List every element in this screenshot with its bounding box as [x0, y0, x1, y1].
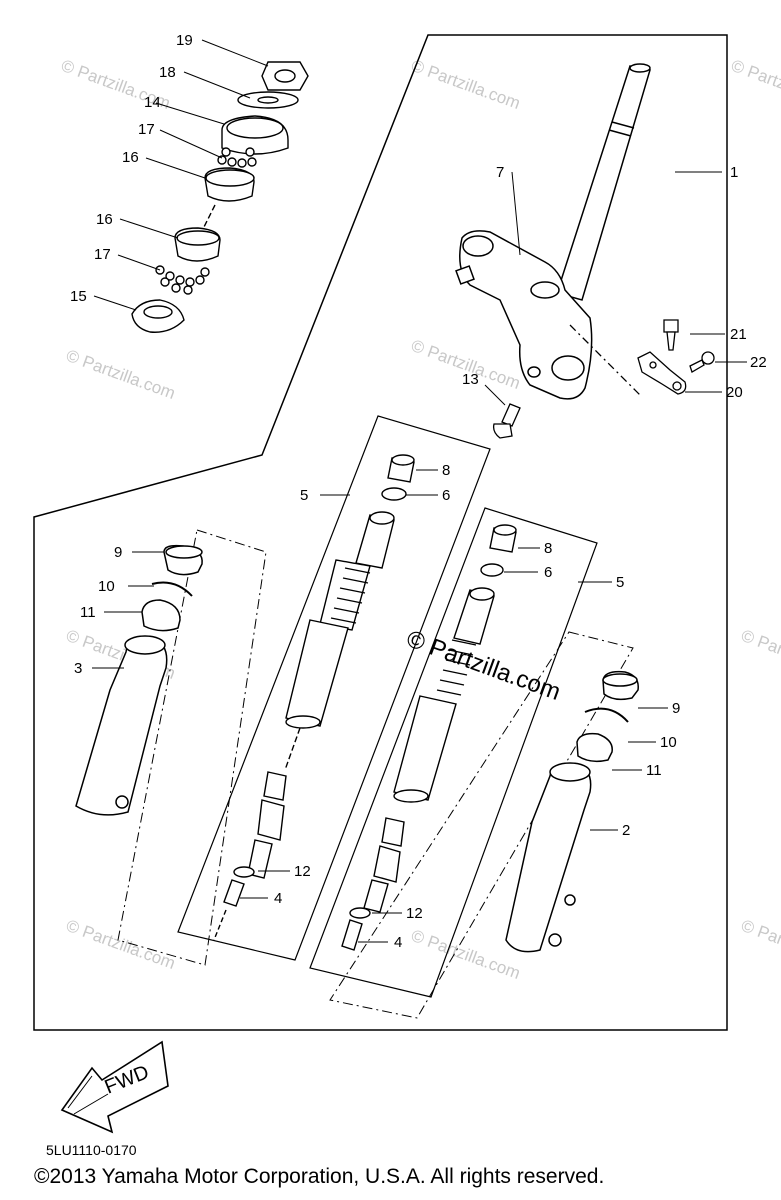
right-outer-tube: [505, 670, 639, 953]
watermark-layer: © Partzilla.com © Partzilla.com © Partzi…: [59, 56, 781, 983]
callout-22: 22: [750, 354, 767, 371]
callout-16: 16: [122, 149, 139, 166]
callout-9: 9: [114, 544, 122, 561]
right-fork-spring: [436, 639, 477, 696]
callout-5: 5: [616, 574, 624, 591]
callout-15: 15: [70, 288, 87, 305]
left-fork-internals: [213, 454, 415, 941]
cable-guide: [569, 324, 687, 396]
callout-1: 1: [730, 164, 738, 181]
callout-11: 11: [80, 604, 96, 621]
callout-11: 11: [646, 762, 662, 779]
assembly-outline: [33, 34, 728, 1031]
right-fork-internals: [341, 524, 517, 951]
callout-14: 14: [144, 94, 161, 111]
callout-18: 18: [159, 64, 176, 81]
watermark-text: © Partzilla.com: [64, 346, 178, 403]
callout-7: 7: [496, 164, 504, 181]
left-fork-spring: [330, 567, 371, 624]
callout-8: 8: [442, 462, 450, 479]
watermark-text-center: © Partzilla.com: [403, 625, 564, 706]
fwd-arrow: FWD: [60, 1040, 169, 1134]
callout-21: 21: [730, 326, 747, 343]
ball-race-lower: [155, 265, 210, 295]
callout-17: 17: [138, 121, 155, 138]
fork-box-left: [177, 415, 491, 961]
callout-5: 5: [300, 487, 308, 504]
callout-13: 13: [462, 371, 479, 388]
watermark-text: © Partzilla.com: [729, 56, 781, 113]
watermark-text: © Partzilla.com: [739, 626, 781, 683]
diagram-code: 5LU1110-0170: [46, 1142, 137, 1158]
outer-tube-box-right: [329, 631, 634, 1019]
callout-19: 19: [176, 32, 193, 49]
callout-6: 6: [442, 487, 450, 504]
callout-2: 2: [622, 822, 630, 839]
callout-9: 9: [672, 700, 680, 717]
callout-20: 20: [726, 384, 743, 401]
callout-10: 10: [98, 578, 115, 595]
ball-race-upper: [217, 147, 257, 168]
callout-numbers: 19 18 14 17 16 16 17 15 7 1 21 22 20 13 …: [70, 32, 767, 951]
copyright-notice: ©2013 Yamaha Motor Corporation, U.S.A. A…: [34, 1165, 605, 1188]
bearing-stack: [131, 61, 309, 333]
bolt-21: [663, 319, 679, 351]
fork-box-right: [309, 507, 598, 998]
callout-17: 17: [94, 246, 111, 263]
watermark-text: © Partzilla.com: [409, 926, 523, 983]
pinch-bolt: [492, 403, 521, 439]
left-outer-tube: [75, 544, 203, 816]
callout-4: 4: [394, 934, 402, 951]
watermark-text: © Partzilla.com: [409, 56, 523, 113]
watermark-text: © Partzilla.com: [64, 916, 178, 973]
steering-stem: [556, 63, 651, 301]
leader-lines: [92, 39, 747, 943]
callout-12: 12: [294, 863, 311, 880]
callout-6: 6: [544, 564, 552, 581]
bolt-22: [689, 351, 715, 373]
callout-16: 16: [96, 211, 113, 228]
under-bracket: [455, 230, 593, 400]
callout-4: 4: [274, 890, 282, 907]
callout-10: 10: [660, 734, 677, 751]
callout-3: 3: [74, 660, 82, 677]
watermark-text: © Partzilla.com: [739, 916, 781, 973]
callout-8: 8: [544, 540, 552, 557]
outer-tube-box-left: [117, 529, 267, 966]
callout-12: 12: [406, 905, 423, 922]
